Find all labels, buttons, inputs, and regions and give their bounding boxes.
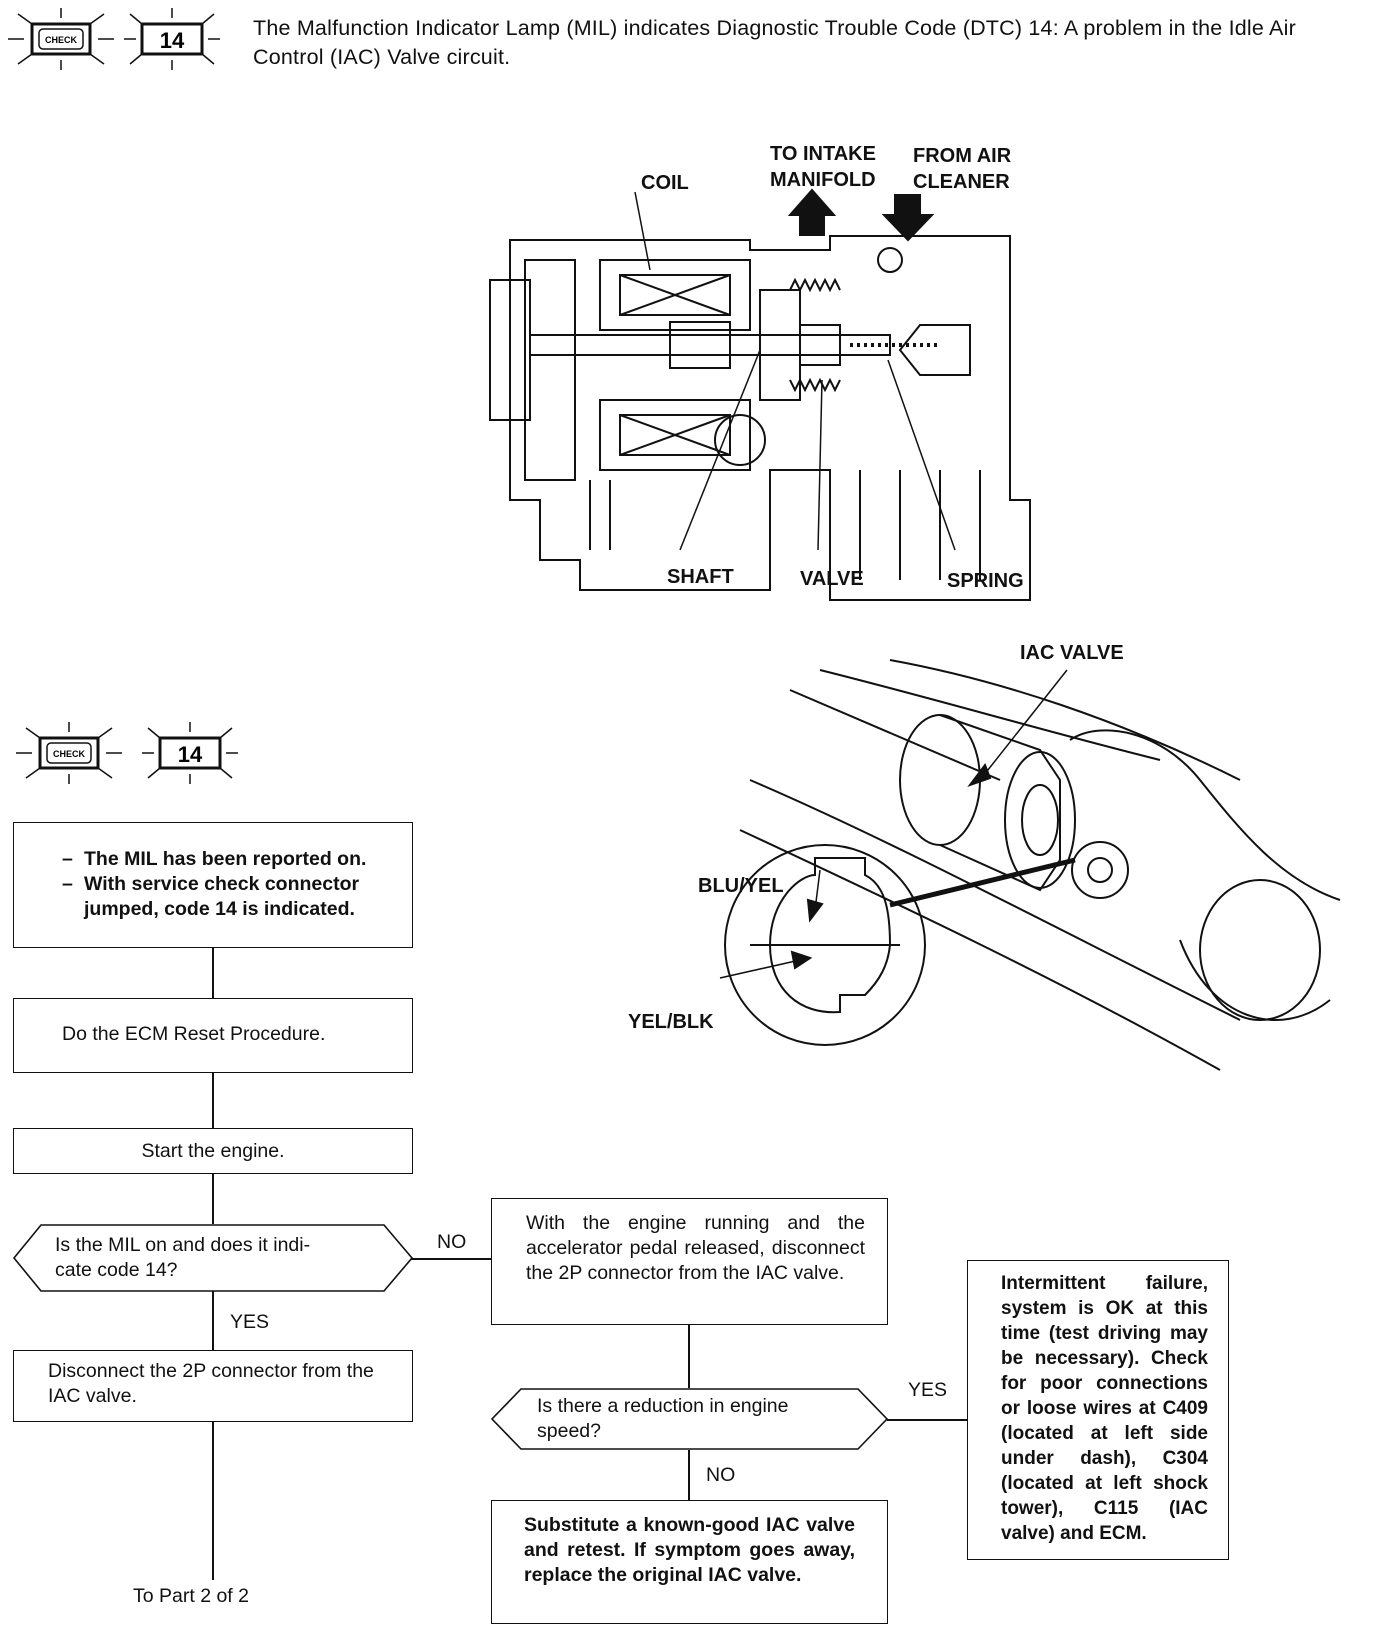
code-text: 14 <box>178 742 203 767</box>
decision-mil-code-text: Is the MIL on and does it indi- cate cod… <box>55 1234 311 1281</box>
label-coil: COIL <box>641 172 689 194</box>
label-shaft: SHAFT <box>667 566 734 588</box>
connector-start-ecm <box>212 948 214 998</box>
check-badge-text: CHECK <box>53 749 86 759</box>
connector-engine-q <box>212 1174 214 1224</box>
label-no-2: NO <box>706 1464 736 1486</box>
label-no-1: NO <box>437 1231 467 1253</box>
start-box: –The MIL has been reported on. –With ser… <box>13 822 413 948</box>
start-item-1: –The MIL has been reported on. <box>62 848 367 870</box>
start-engine-text: Start the engine. <box>141 1140 285 1162</box>
start-item-2: –With service check connector jumped, co… <box>62 873 360 920</box>
start-item-text: With service check connector jumped, cod… <box>84 873 360 920</box>
connector-q-disconnect <box>212 1290 214 1350</box>
ecm-reset-text: Do the ECM Reset Procedure. <box>62 1023 326 1045</box>
check-badge-text: CHECK <box>45 35 78 45</box>
label-valve: VALVE <box>800 568 864 590</box>
intermittent-text: Intermittent failure, system is OK at th… <box>1001 1273 1208 1544</box>
ecm-reset-box: Do the ECM Reset Procedure. <box>13 998 413 1073</box>
iac-cross-section-diagram <box>470 140 1070 601</box>
connector-ecm-engine <box>212 1073 214 1128</box>
substitute-text: Substitute a known-good IAC valve and re… <box>524 1514 855 1586</box>
header-text: The Malfunction Indicator Lamp (MIL) ind… <box>253 16 1296 69</box>
label-spring: SPRING <box>947 570 1024 592</box>
start-engine-box: Start the engine. <box>13 1128 413 1174</box>
disconnect-text: Disconnect the 2P connector from the IAC… <box>48 1360 374 1407</box>
label-blu-yel: BLU/YEL <box>698 875 784 897</box>
mil-check-icon-flow: CHECK <box>14 720 124 786</box>
code-text: 14 <box>160 28 185 53</box>
start-item-text: The MIL has been reported on. <box>84 848 367 870</box>
decision-reduction-text: Is there a reduction in engine speed? <box>537 1395 789 1442</box>
substitute-box: Substitute a known-good IAC valve and re… <box>491 1500 888 1624</box>
connector-q2-yes <box>887 1419 967 1421</box>
engine-running-box: With the engine running and the accelera… <box>491 1198 888 1325</box>
iac-valve-location-diagram <box>719 659 1360 1080</box>
label-to-intake-manifold: TO INTAKE MANIFOLD <box>770 143 876 191</box>
decision-reduction: Is there a reduction in engine speed? <box>490 1388 889 1450</box>
connector-disconnect-part2 <box>212 1420 214 1580</box>
connector-q2-substitute <box>688 1450 690 1500</box>
label-yes-1: YES <box>230 1311 270 1333</box>
decision-mil-code: Is the MIL on and does it indi- cate cod… <box>12 1224 414 1292</box>
engine-running-text: With the engine running and the accelera… <box>526 1212 865 1284</box>
mil-code-icon-header: 14 <box>122 6 222 72</box>
intermittent-box: Intermittent failure, system is OK at th… <box>967 1260 1229 1560</box>
connector-running-q2 <box>688 1325 690 1388</box>
to-part-2-text: To Part 2 of 2 <box>133 1585 249 1607</box>
connector-q-no <box>411 1258 491 1260</box>
label-yel-blk: YEL/BLK <box>628 1011 714 1033</box>
disconnect-box: Disconnect the 2P connector from the IAC… <box>13 1350 413 1422</box>
mil-check-icon-header: CHECK <box>6 6 116 72</box>
label-iac-valve: IAC VALVE <box>1020 642 1124 664</box>
label-yes-2: YES <box>908 1379 948 1401</box>
mil-code-icon-flow: 14 <box>140 720 240 786</box>
label-from-air-cleaner: FROM AIR CLEANER <box>913 145 1012 193</box>
